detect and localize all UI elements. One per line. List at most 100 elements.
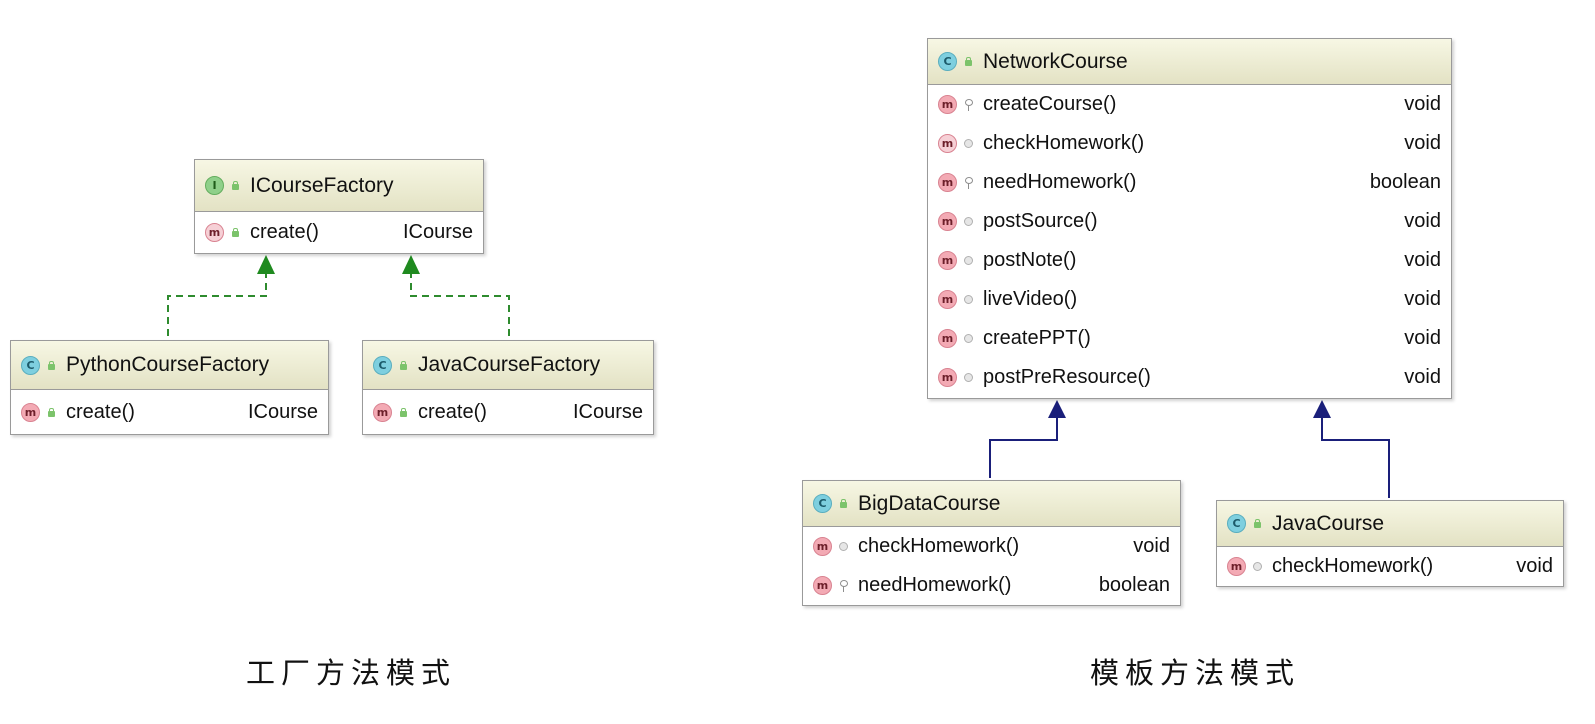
class-name: ICourseFactory [250,173,394,197]
uml-class-pythoncoursefactory[interactable]: C PythonCourseFactory m create() ICourse [10,340,329,435]
method-name: postNote() [983,249,1077,271]
arrowhead-icon [1313,400,1331,418]
class-icon: C [938,52,957,71]
method-row[interactable]: m createPPT() void [928,319,1451,358]
return-type: boolean [1369,171,1441,193]
package-dot-icon [964,139,973,148]
method-icon: m [938,95,957,114]
implements-arrow-java [402,255,510,336]
method-row[interactable]: m needHomework() boolean [928,163,1451,202]
method-row[interactable]: m create() ICourse [195,212,483,253]
class-icon: C [813,494,832,513]
method-name: createPPT() [983,327,1091,349]
extends-arrow-java [1313,400,1390,498]
method-name: create() [66,400,135,423]
arrowhead-icon [402,255,420,274]
abstract-method-icon: m [205,223,224,242]
uml-class-javacoursefactory[interactable]: C JavaCourseFactory m create() ICourse [362,340,654,435]
method-name: needHomework() [983,171,1137,193]
package-dot-icon [964,373,973,382]
method-row[interactable]: m postNote() void [928,241,1451,280]
caption-template-method: 模板方法模式 [1090,656,1301,690]
public-lock-icon [231,181,240,190]
class-icon: C [373,355,392,375]
method-row[interactable]: m checkHomework() void [803,527,1180,566]
uml-class-javacourse[interactable]: C JavaCourse m checkHomework() void [1216,500,1564,587]
uml-class-networkcourse[interactable]: C NetworkCourse m createCourse() void m … [927,38,1452,399]
class-header: I ICourseFactory [195,160,483,212]
protected-key-icon [964,98,973,111]
method-name: checkHomework() [983,132,1145,154]
interface-icon: I [205,176,224,195]
class-name: JavaCourse [1272,511,1385,535]
method-row[interactable]: m postPreResource() void [928,358,1451,397]
public-lock-icon [839,499,848,508]
implements-arrow-python [167,255,275,336]
package-dot-icon [964,256,973,265]
package-dot-icon [964,334,973,343]
method-name: createCourse() [983,93,1117,115]
class-header: C NetworkCourse [928,39,1451,85]
public-lock-icon [399,360,408,370]
arrowhead-icon [257,255,275,274]
method-icon: m [21,402,40,422]
caption-factory-method: 工厂方法模式 [246,656,457,690]
method-name: create() [418,400,487,423]
uml-interface-icoursefactory[interactable]: I ICourseFactory m create() ICourse [194,159,484,254]
class-name: PythonCourseFactory [66,353,270,376]
public-lock-icon [231,228,240,237]
class-header: C PythonCourseFactory [11,341,328,390]
method-icon: m [938,329,957,348]
method-row[interactable]: m create() ICourse [363,390,653,434]
public-lock-icon [47,360,56,370]
method-icon: m [938,173,957,192]
public-lock-icon [399,407,408,417]
return-type: void [1404,93,1441,115]
method-icon: m [938,251,957,270]
return-type: ICourse [572,400,643,423]
method-icon: m [938,212,957,231]
class-header: C JavaCourseFactory [363,341,653,390]
return-type: void [1404,288,1441,310]
method-row[interactable]: m createCourse() void [928,85,1451,124]
return-type: void [1404,132,1441,154]
method-name: postPreResource() [983,366,1151,388]
return-type: void [1133,535,1170,557]
arrowhead-icon [1048,400,1066,418]
method-row[interactable]: m liveVideo() void [928,280,1451,319]
method-row[interactable]: m needHomework() boolean [803,566,1180,605]
extends-arrow-bigdata [989,400,1066,478]
return-type: void [1404,210,1441,232]
return-type: void [1404,249,1441,271]
abstract-method-icon: m [938,134,957,153]
method-name: create() [250,221,319,243]
protected-key-icon [839,579,848,592]
public-lock-icon [47,407,56,417]
method-icon: m [938,290,957,309]
method-icon: m [938,368,957,387]
return-type: void [1516,555,1553,577]
class-name: NetworkCourse [983,49,1128,73]
method-name: postSource() [983,210,1098,232]
uml-class-bigdatacourse[interactable]: C BigDataCourse m checkHomework() void m… [802,480,1181,606]
package-dot-icon [964,295,973,304]
method-name: checkHomework() [1272,555,1434,577]
protected-key-icon [964,176,973,189]
method-row[interactable]: m create() ICourse [11,390,328,434]
method-name: checkHomework() [858,535,1020,557]
class-icon: C [1227,514,1246,533]
package-dot-icon [964,217,973,226]
method-icon: m [813,537,832,556]
public-lock-icon [1253,519,1262,528]
package-dot-icon [839,542,848,551]
package-dot-icon [1253,562,1262,571]
return-type: ICourse [402,221,473,243]
class-header: C BigDataCourse [803,481,1180,527]
class-icon: C [21,355,40,375]
method-icon: m [813,576,832,595]
method-row[interactable]: m checkHomework() void [1217,547,1563,586]
method-row[interactable]: m checkHomework() void [928,124,1451,163]
method-row[interactable]: m postSource() void [928,202,1451,241]
public-lock-icon [964,57,973,66]
